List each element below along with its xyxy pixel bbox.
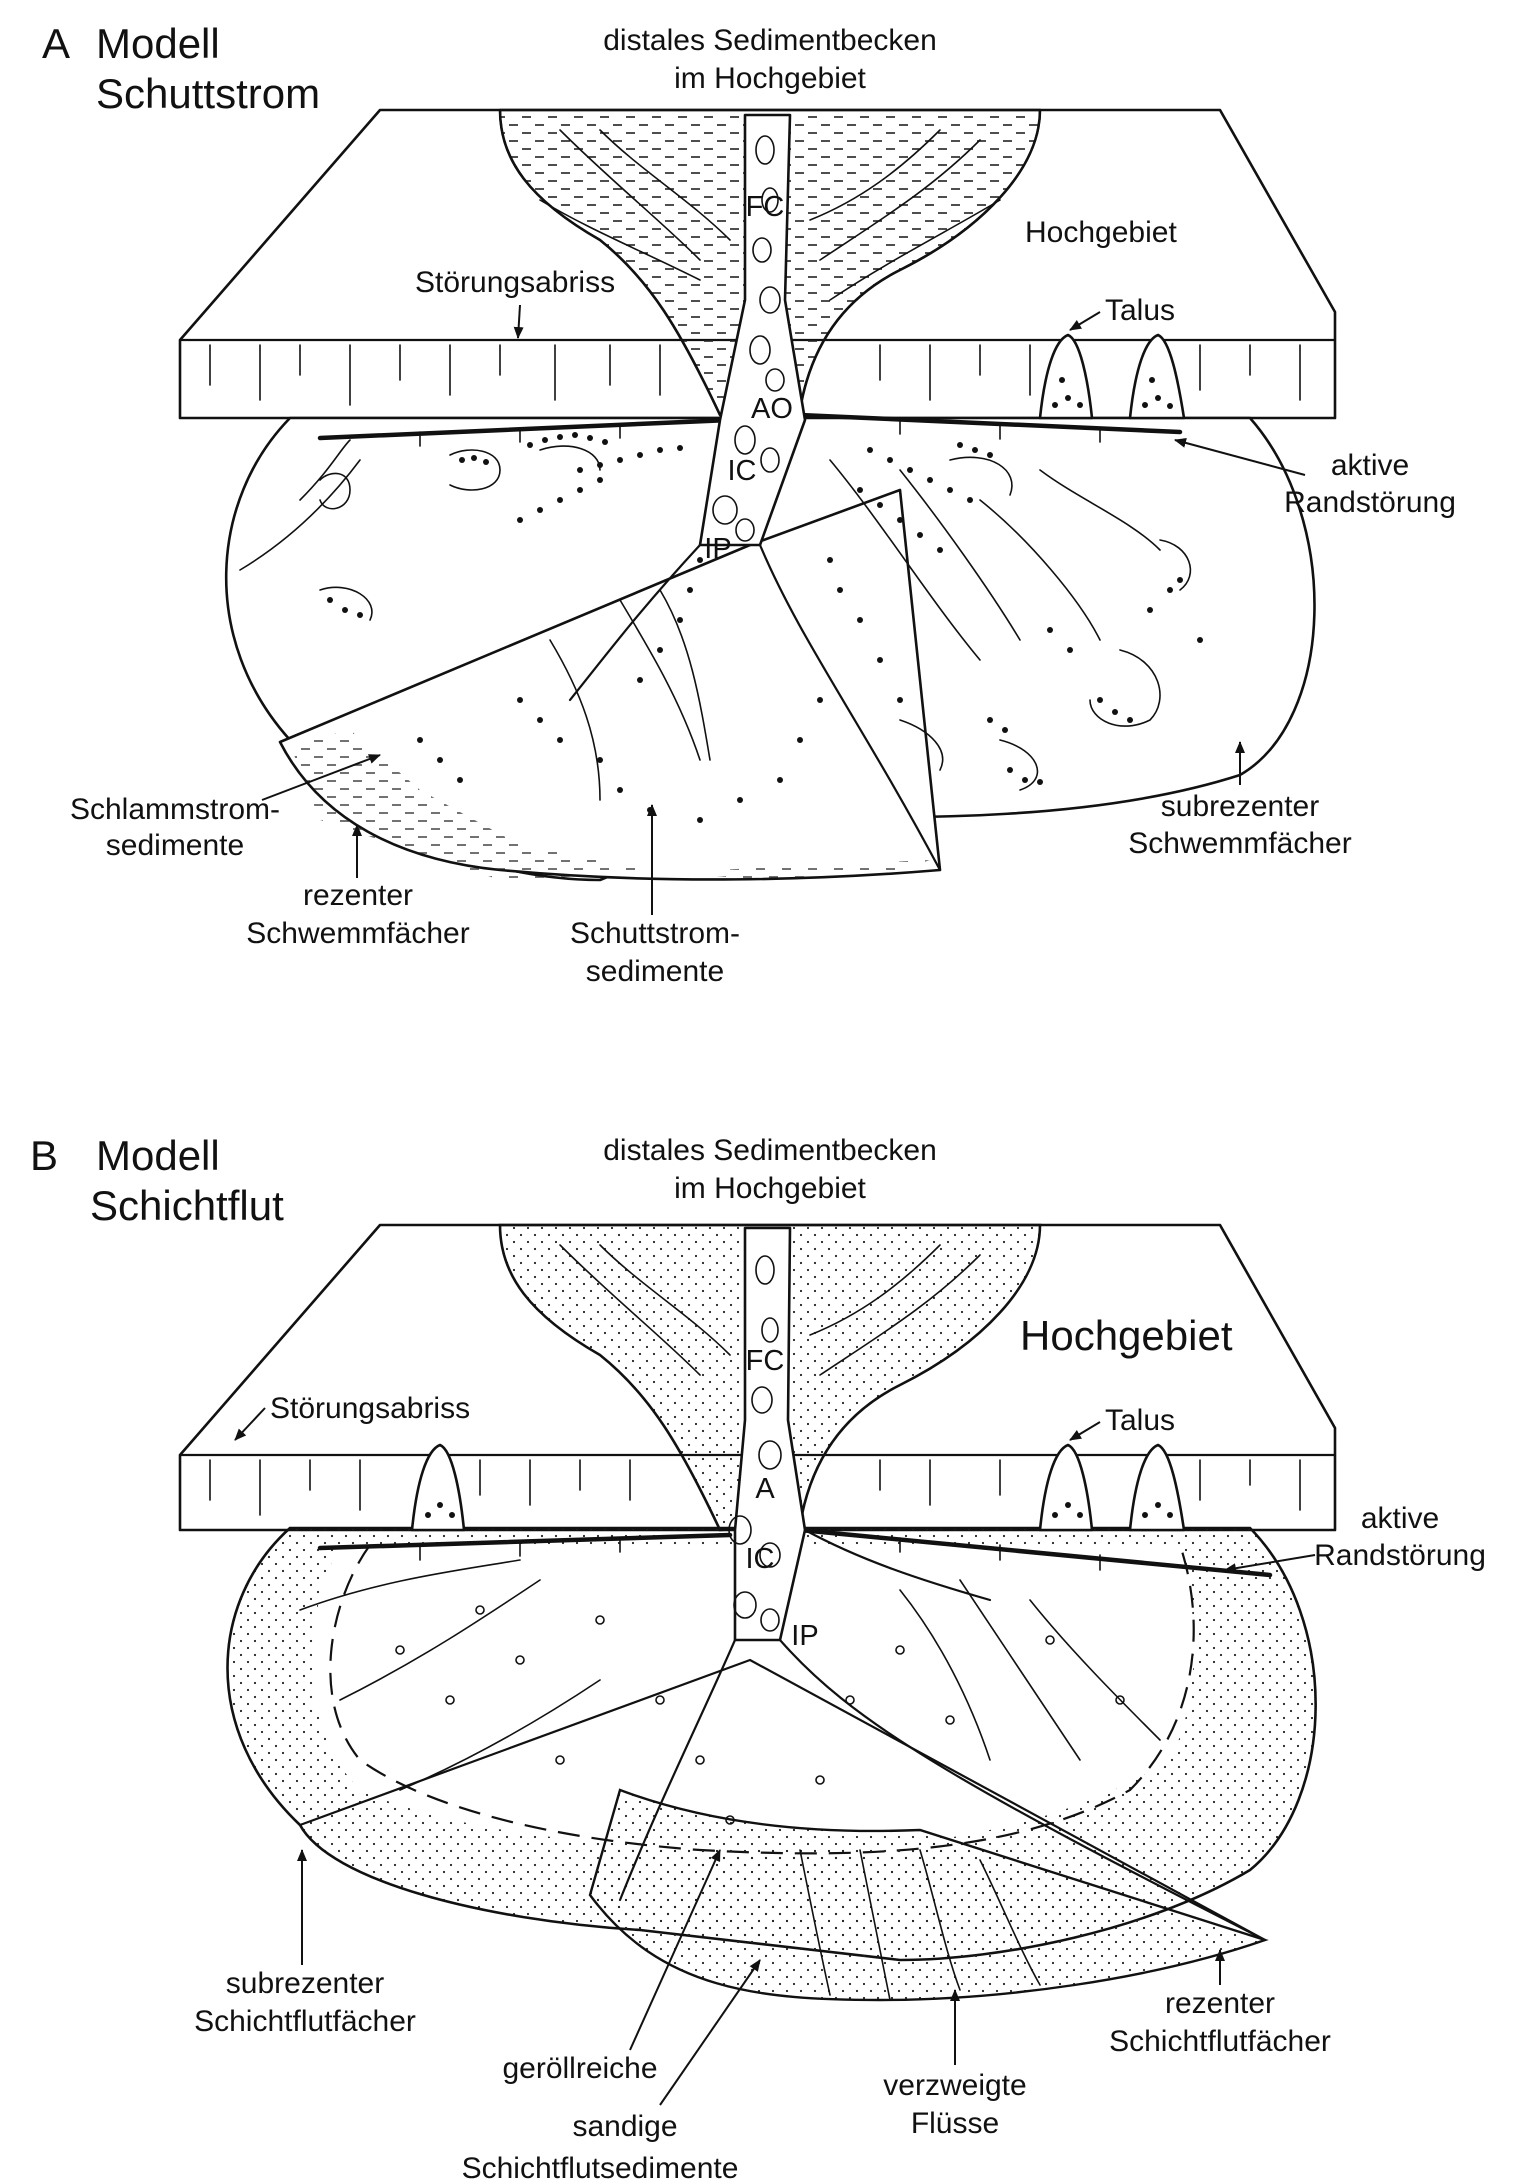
active-fault-a xyxy=(317,417,733,441)
code-ip-b: IP xyxy=(791,1620,818,1652)
gravel-label-b: geröllreiche xyxy=(502,2052,657,2085)
mudflow-label-a-2: sedimente xyxy=(106,829,244,862)
basin-label-b-2: im Hochgebiet xyxy=(674,1172,866,1205)
active-fault-label-b-2: Randstörung xyxy=(1314,1539,1486,1572)
active-fault-label-a-1: aktive xyxy=(1331,449,1409,482)
scarp-label-b: Störungsabriss xyxy=(270,1392,470,1425)
channel-clasts-b xyxy=(728,1255,782,1632)
recent-fan-label-a-2: Schwemmfächer xyxy=(246,917,469,950)
code-fc-b: FC xyxy=(746,1345,785,1377)
active-fault-label-b-1: aktive xyxy=(1361,1502,1439,1535)
scarp-label-a: Störungsabriss xyxy=(415,266,615,299)
scarp-ticks-a xyxy=(209,344,1301,406)
debris-lobes-a xyxy=(319,445,1192,791)
mudflow-label-a-1: Schlammstrom- xyxy=(70,793,280,826)
recent-fan-label-b-2: Schichtflutfächer xyxy=(1109,2025,1331,2058)
sheetflood-sediments-label-b: Schichtflutsedimente xyxy=(462,2152,739,2182)
panel-title-b-1: Modell xyxy=(96,1132,220,1179)
subrecent-fan-label-a-2: Schwemmfächer xyxy=(1128,827,1351,860)
debris-label-a-2: sedimente xyxy=(586,955,724,988)
code-ic-a: IC xyxy=(728,455,757,487)
debris-label-a-1: Schuttstrom- xyxy=(570,917,740,950)
scarp-ticks-b xyxy=(209,1459,1301,1516)
panel-title-b-2: Schichtflut xyxy=(90,1182,284,1229)
highland-label-b: Hochgebiet xyxy=(1020,1312,1233,1359)
panel-a: A Modell Schuttstrom distales Sedimentbe… xyxy=(42,20,1456,988)
subrecent-fan-label-b-2: Schichtflutfächer xyxy=(194,2005,416,2038)
code-ao-a: AO xyxy=(751,393,793,425)
sandy-label-b: sandige xyxy=(572,2110,677,2143)
talus-label-b: Talus xyxy=(1105,1404,1175,1437)
code-ic-b: IC xyxy=(746,1543,775,1575)
talus-cones-b xyxy=(410,1443,1186,1532)
braided-label-b-1: verzweigte xyxy=(883,2069,1026,2102)
panel-title-a-2: Schuttstrom xyxy=(96,70,320,117)
channel-clasts-a xyxy=(712,135,785,542)
active-fault-label-a-2: Randstörung xyxy=(1284,486,1456,519)
highland-label-a: Hochgebiet xyxy=(1025,216,1177,249)
panel-letter-b: B xyxy=(30,1132,58,1179)
recent-fan-label-a-1: rezenter xyxy=(303,879,413,912)
panel-letter-a: A xyxy=(42,20,70,67)
active-fault-b xyxy=(317,1532,733,1551)
subrecent-fan-label-a-1: subrezenter xyxy=(1161,790,1319,823)
panel-title-a-1: Modell xyxy=(96,20,220,67)
sandy-pebbles-b xyxy=(395,1605,1125,1825)
panel-b: B Modell Schichtflut distales Sedimentbe… xyxy=(30,1132,1486,2182)
clast-dots-a xyxy=(327,432,1203,823)
basin-label-b-1: distales Sedimentbecken xyxy=(603,1134,937,1167)
code-ip-a: IP xyxy=(704,533,731,565)
talus-cones-a xyxy=(1038,333,1186,420)
streams-a xyxy=(239,129,1161,801)
code-fc-a: FC xyxy=(746,191,785,223)
code-a-b: A xyxy=(755,1473,775,1505)
recent-fan-label-b-1: rezenter xyxy=(1165,1987,1275,2020)
fan-facies-boundary-b xyxy=(329,1544,1195,1855)
braided-streams-b xyxy=(299,1244,1161,2001)
talus-label-a: Talus xyxy=(1105,294,1175,327)
braided-label-b-2: Flüsse xyxy=(911,2107,999,2140)
basin-label-a-2: im Hochgebiet xyxy=(674,62,866,95)
subrecent-fan-label-b-1: subrezenter xyxy=(226,1967,384,2000)
basin-label-a-1: distales Sedimentbecken xyxy=(603,24,937,57)
